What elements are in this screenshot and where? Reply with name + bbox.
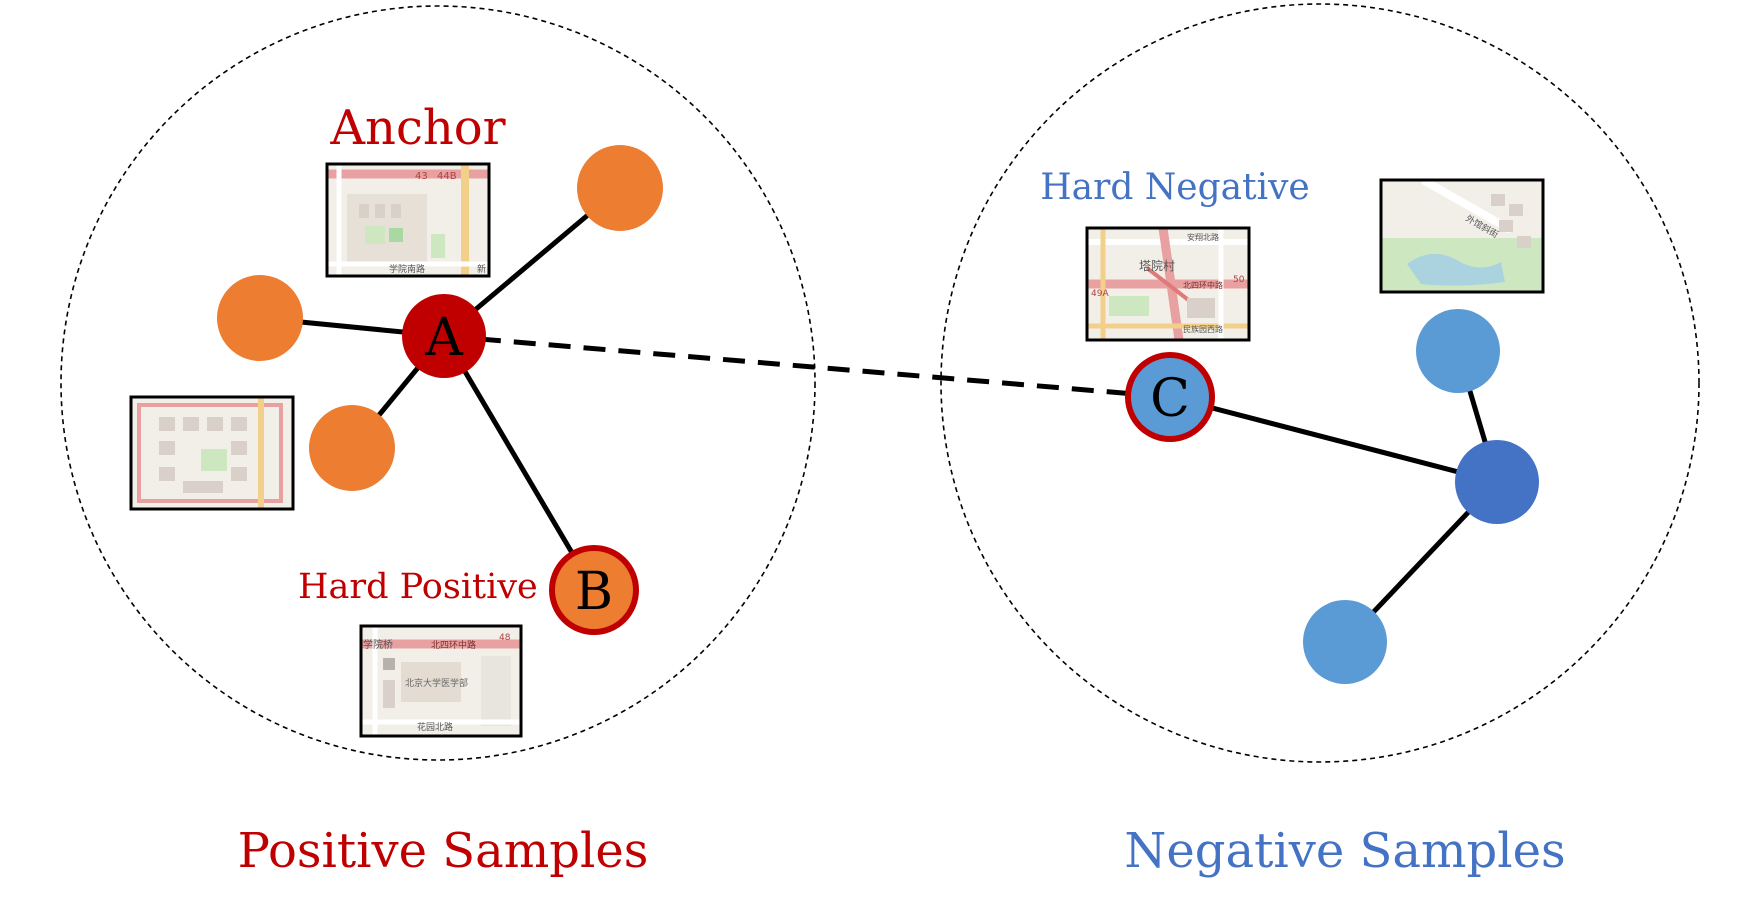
- positive-cluster-boundary: [60, 5, 816, 761]
- hard-positive-map-road-5: 48: [499, 633, 511, 643]
- hard-negative-map-thumbnail: 塔院村 安翔北路 北四环中路 49A 50 民族园西路: [1085, 226, 1251, 342]
- negative-node-center: [1455, 440, 1539, 524]
- hard-positive-node: [549, 545, 639, 635]
- hard-negative-map-place: 塔院村: [1139, 259, 1175, 273]
- hard-negative-map-road-5: 50: [1233, 275, 1245, 285]
- positive-node-lower-left: [309, 405, 395, 491]
- anchor-map-road-4: 新: [477, 263, 486, 275]
- hard-positive-node-letter: B: [575, 562, 613, 622]
- anchor-node-letter: A: [424, 308, 464, 368]
- hard-negative-label: Hard Negative: [1040, 167, 1310, 208]
- hard-negative-map-road-1: 安翔北路: [1187, 232, 1219, 242]
- hard-negative-map-road-3: 民族园西路: [1183, 324, 1223, 334]
- hard-negative-map-road-2: 北四环中路: [1183, 280, 1223, 290]
- negative-samples-title: Negative Samples: [1124, 823, 1565, 879]
- hard-negative-node: [1125, 352, 1215, 442]
- hard-negative-node-letter: C: [1150, 369, 1190, 429]
- anchor-map-thumbnail: 43 44B 学院南路 新: [325, 162, 491, 278]
- positive-samples-title: Positive Samples: [238, 823, 649, 879]
- positive-map-thumbnail-left: [129, 395, 295, 511]
- positive-node-left: [217, 275, 303, 361]
- hard-positive-map-road-4: 花园北路: [417, 721, 453, 733]
- anchor-map-road-1: 43: [415, 171, 428, 182]
- hard-positive-map-road-3: 北京大学医学部: [405, 677, 468, 689]
- hard-negative-map-road-4: 49A: [1091, 289, 1109, 299]
- anchor-map-road-2: 44B: [437, 171, 457, 182]
- negative-node-top: [1416, 309, 1500, 393]
- edge-anchor-to-hard-negative-dashed: [443, 333, 1171, 400]
- hard-positive-label: Hard Positive: [298, 567, 538, 607]
- anchor-node: [402, 294, 486, 378]
- positive-node-top-right: [577, 145, 663, 231]
- hard-positive-map-road-2: 北四环中路: [431, 639, 476, 651]
- hard-positive-map-thumbnail: 学院桥 北四环中路 48 北京大学医学部 花园北路: [359, 624, 523, 738]
- anchor-map-road-3: 学院南路: [389, 263, 425, 275]
- negative-cluster-boundary: [940, 3, 1700, 763]
- edge-hard-negative-to-center: [1169, 394, 1498, 485]
- edge-anchor-to-hard-positive: [441, 334, 597, 592]
- anchor-label: Anchor: [329, 100, 505, 156]
- hard-positive-map-road-1: 学院桥: [363, 638, 393, 651]
- negative-map-thumbnail-top-right: 外馆斜街: [1379, 176, 1545, 294]
- negative-node-bottom: [1303, 600, 1387, 684]
